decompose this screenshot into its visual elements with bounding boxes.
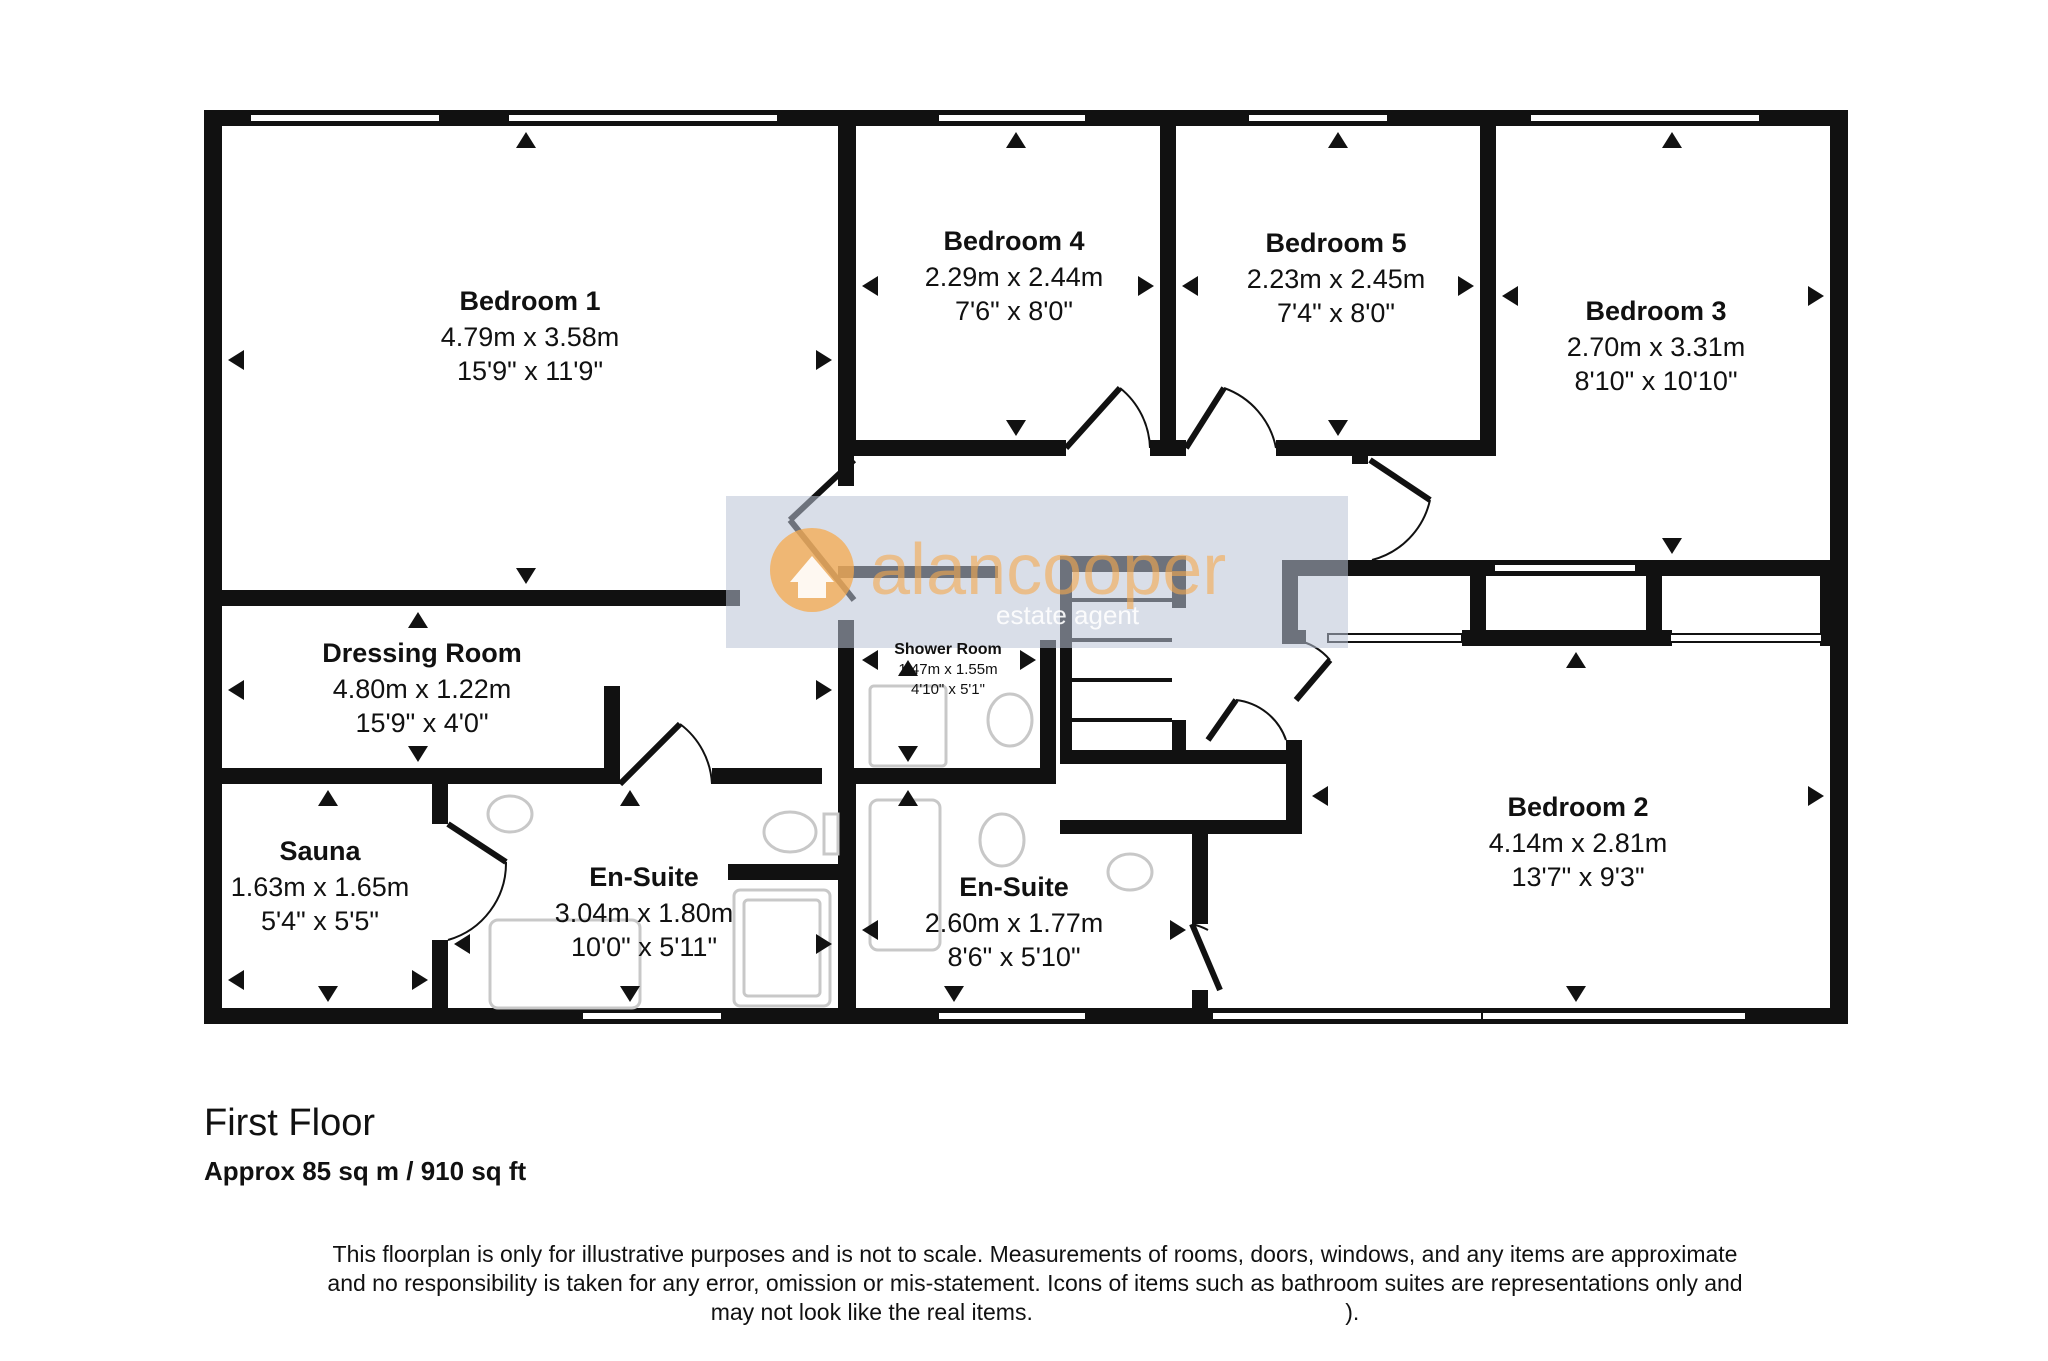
disclaimer-line-3-row: may not look like the real items. ). <box>230 1298 1840 1327</box>
room-labels: Bedroom 1 4.79m x 3.58m 15'9" x 11'9" Be… <box>231 226 1746 972</box>
room-name-en-suite-1: En-Suite <box>589 862 699 892</box>
room-name-en-suite-2: En-Suite <box>959 872 1069 902</box>
room-imperial-bedroom-5: 7'4" x 8'0" <box>1277 298 1395 328</box>
room-imperial-sauna: 5'4" x 5'5" <box>261 906 379 936</box>
floor-area: Approx 85 sq m / 910 sq ft <box>204 1156 527 1186</box>
disclaimer-line-2: and no responsibility is taken for any e… <box>327 1270 1743 1296</box>
room-metric-shower-room: 1.47m x 1.55m <box>898 661 997 678</box>
room-name-dressing-room: Dressing Room <box>322 638 522 668</box>
room-metric-en-suite-2: 2.60m x 1.77m <box>925 908 1104 938</box>
room-metric-sauna: 1.63m x 1.65m <box>231 872 410 902</box>
room-metric-bedroom-5: 2.23m x 2.45m <box>1247 264 1426 294</box>
room-metric-en-suite-1: 3.04m x 1.80m <box>555 898 734 928</box>
disclaimer-line-3-tail: ). <box>1345 1299 1360 1325</box>
disclaimer-line-1: This floorplan is only for illustrative … <box>332 1241 1738 1267</box>
disclaimer-line-3: may not look like the real items. <box>710 1299 1033 1325</box>
room-name-bedroom-3: Bedroom 3 <box>1585 296 1726 326</box>
room-metric-bedroom-4: 2.29m x 2.44m <box>925 262 1104 292</box>
room-imperial-bedroom-1: 15'9" x 11'9" <box>457 356 603 386</box>
watermark-tagline: estate agent <box>996 600 1140 630</box>
room-name-shower-room: Shower Room <box>894 641 1002 658</box>
room-imperial-en-suite-1: 10'0" x 5'11" <box>571 932 717 962</box>
dimension-arrows <box>228 132 1824 1002</box>
room-name-bedroom-5: Bedroom 5 <box>1265 228 1406 258</box>
room-name-sauna: Sauna <box>279 836 361 866</box>
room-imperial-bedroom-3: 8'10" x 10'10" <box>1574 366 1737 396</box>
room-name-bedroom-4: Bedroom 4 <box>943 226 1084 256</box>
disclaimer: This floorplan is only for illustrative … <box>230 1240 1840 1327</box>
watermark-brand: alancooper <box>870 530 1226 610</box>
room-metric-dressing-room: 4.80m x 1.22m <box>333 674 512 704</box>
room-metric-bedroom-2: 4.14m x 2.81m <box>1489 828 1668 858</box>
room-imperial-bedroom-4: 7'6" x 8'0" <box>955 296 1073 326</box>
room-imperial-dressing-room: 15'9" x 4'0" <box>355 708 488 738</box>
room-imperial-en-suite-2: 8'6" x 5'10" <box>947 942 1080 972</box>
room-name-bedroom-2: Bedroom 2 <box>1507 792 1648 822</box>
room-metric-bedroom-1: 4.79m x 3.58m <box>441 322 620 352</box>
floor-title: First Floor <box>204 1102 375 1144</box>
windows <box>249 113 1823 1021</box>
room-imperial-shower-room: 4'10" x 5'1" <box>911 681 985 698</box>
watermark: alancooper estate agent <box>726 496 1348 648</box>
room-imperial-bedroom-2: 13'7" x 9'3" <box>1511 862 1644 892</box>
room-name-bedroom-1: Bedroom 1 <box>459 286 600 316</box>
room-metric-bedroom-3: 2.70m x 3.31m <box>1567 332 1746 362</box>
